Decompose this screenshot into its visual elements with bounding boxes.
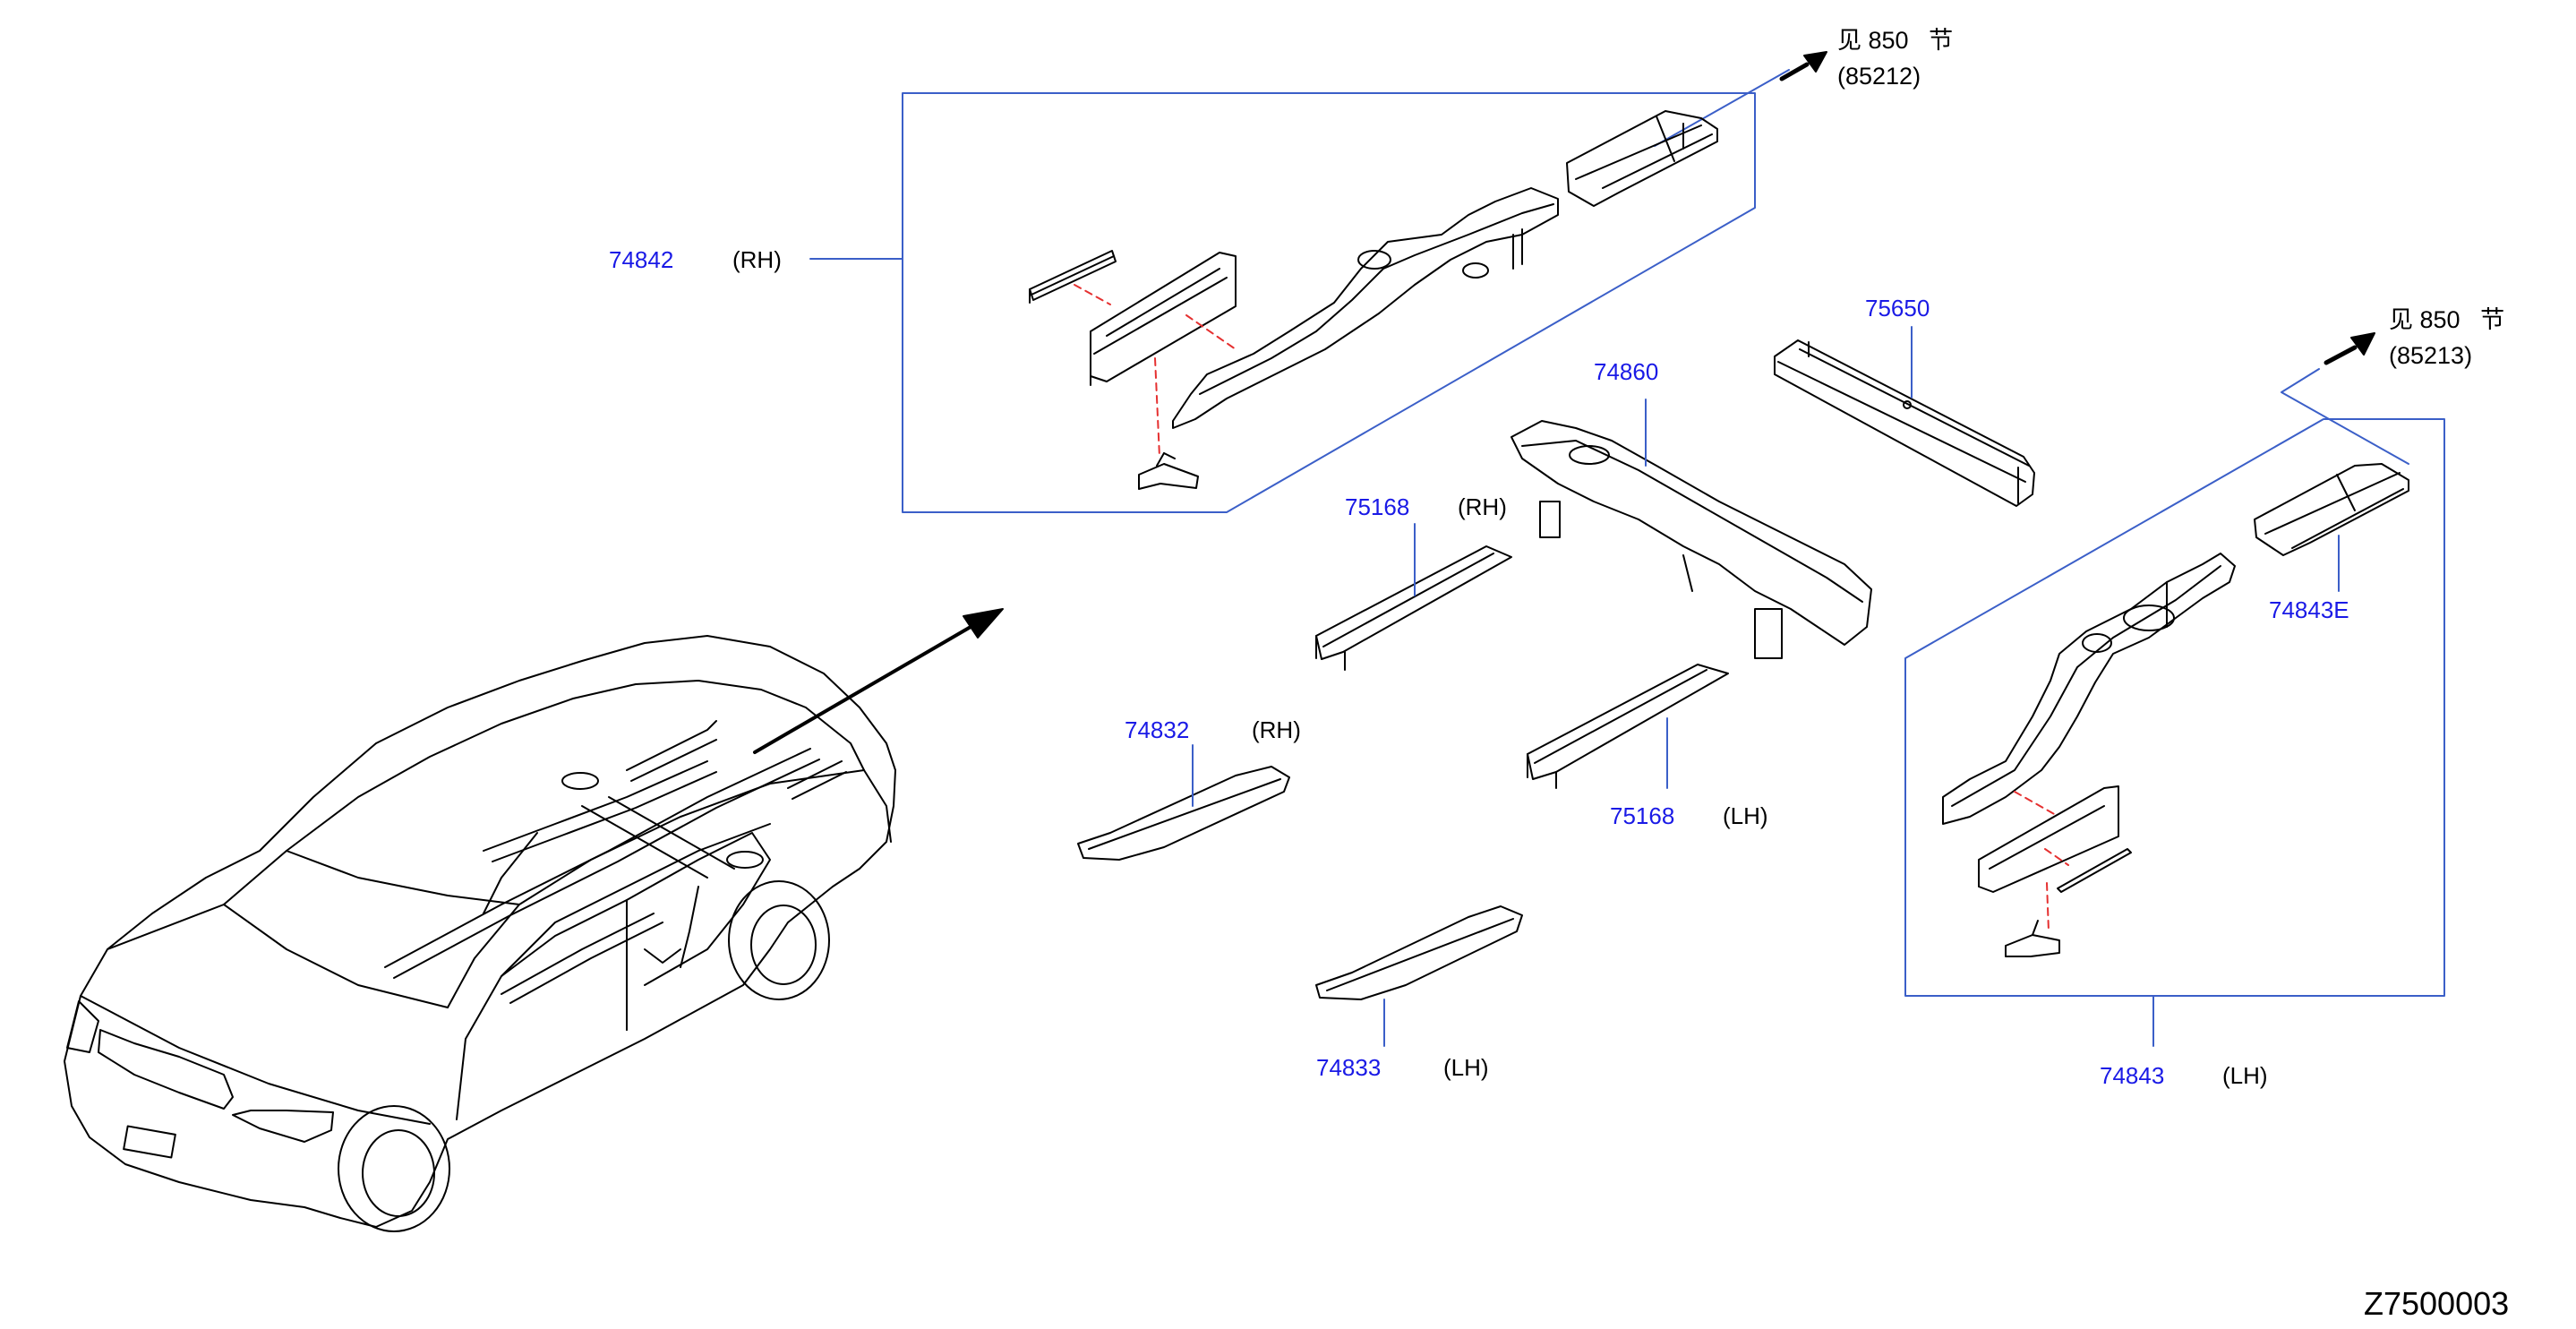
part-number-75650[interactable]: 75650: [1865, 295, 1930, 322]
reference-section: 850: [2419, 306, 2460, 333]
car-outline-icon: [64, 635, 896, 1232]
part-74833-lh[interactable]: [1315, 905, 1523, 1000]
part-74843-assembly[interactable]: [1942, 463, 2409, 957]
see-prefix: 见: [1837, 27, 1861, 54]
side-label-75168-rh: (RH): [1458, 493, 1507, 520]
part-75168-lh[interactable]: [1527, 664, 1729, 789]
dashed-guide: [2014, 791, 2069, 932]
dashed-guide: [1074, 284, 1237, 458]
part-75650[interactable]: [1774, 339, 2035, 507]
reference-code-1[interactable]: (85212): [1837, 63, 1921, 90]
part-number-74860[interactable]: 74860: [1594, 358, 1659, 385]
side-label-74832-rh: (RH): [1252, 716, 1301, 743]
part-74832-rh[interactable]: [1077, 766, 1290, 861]
part-75168-rh[interactable]: [1315, 545, 1512, 671]
part-number-74842[interactable]: 74842: [609, 246, 674, 273]
side-label-74843-lh: (LH): [2222, 1062, 2268, 1089]
figure-number: Z7500003: [2364, 1285, 2510, 1322]
see-suffix: 节: [1929, 27, 1954, 54]
reference-code-2[interactable]: (85213): [2389, 342, 2473, 369]
part-number-74832-rh[interactable]: 74832: [1125, 716, 1190, 743]
part-74842-assembly[interactable]: [1029, 110, 1718, 490]
part-number-74833-lh[interactable]: 74833: [1316, 1054, 1382, 1081]
direction-arrow-icon: [753, 608, 1004, 754]
reference-text-2[interactable]: 见 850 节: [2389, 308, 2504, 332]
see-suffix: 节: [2480, 306, 2505, 333]
part-number-75168-rh[interactable]: 75168: [1345, 493, 1410, 520]
group-box-lh: [1904, 368, 2445, 1047]
see-prefix: 见: [2389, 306, 2413, 333]
side-label-74833-lh: (LH): [1443, 1054, 1489, 1081]
part-number-74843e[interactable]: 74843E: [2269, 596, 2349, 623]
reference-section: 850: [1868, 27, 1909, 54]
side-label-75168-lh: (LH): [1723, 802, 1768, 829]
reference-arrow-icon[interactable]: [1779, 51, 1827, 81]
part-74860[interactable]: [1511, 420, 1872, 659]
part-number-74843-lh[interactable]: 74843: [2100, 1062, 2165, 1089]
group-box-rh: [809, 69, 1790, 513]
reference-text-1[interactable]: 见 850 节: [1837, 29, 1953, 53]
reference-arrow-icon[interactable]: [2324, 332, 2375, 365]
part-number-75168-lh[interactable]: 75168: [1610, 802, 1675, 829]
side-label-74842: (RH): [732, 246, 782, 273]
